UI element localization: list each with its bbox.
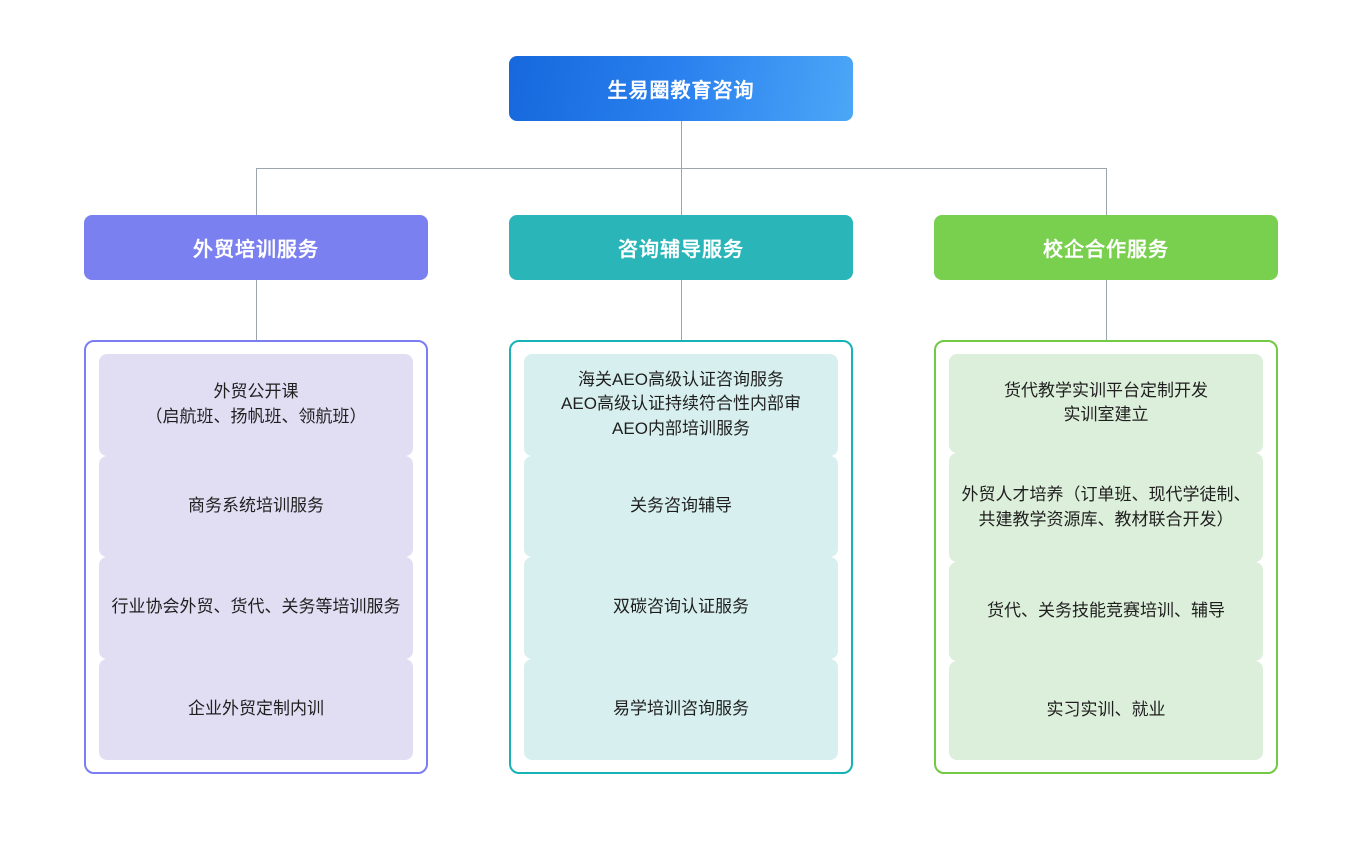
list-item[interactable]: 外贸人才培养（订单班、现代学徒制、共建教学资源库、教材联合开发）	[949, 452, 1263, 563]
column-header-label: 校企合作服务	[1043, 239, 1169, 261]
column-header-label: 外贸培训服务	[193, 239, 319, 261]
column-header-label: 咨询辅导服务	[618, 239, 744, 261]
list-item[interactable]: 实习实训、就业	[949, 661, 1263, 760]
connector-drop-middle	[681, 168, 682, 215]
list-item[interactable]: 海关AEO高级认证咨询服务 AEO高级认证持续符合性内部审 AEO内部培训服务	[524, 354, 838, 456]
connector-drop-left	[256, 168, 257, 215]
root-node-label: 生易圈教育咨询	[607, 80, 755, 102]
list-item[interactable]: 货代、关务技能竞赛培训、辅导	[949, 562, 1263, 662]
root-node[interactable]: 生易圈教育咨询	[509, 56, 853, 121]
column-group-consulting-coaching: 海关AEO高级认证咨询服务 AEO高级认证持续符合性内部审 AEO内部培训服务 …	[509, 340, 853, 774]
connector-header-to-group-right	[1106, 280, 1107, 340]
connector-root-stem	[681, 121, 682, 168]
column-header-consulting-coaching[interactable]: 咨询辅导服务	[509, 215, 853, 280]
column-header-school-enterprise[interactable]: 校企合作服务	[934, 215, 1278, 280]
list-item[interactable]: 外贸公开课 （启航班、扬帆班、领航班）	[99, 354, 413, 456]
list-item[interactable]: 双碳咨询认证服务	[524, 557, 838, 659]
list-item[interactable]: 关务咨询辅导	[524, 455, 838, 557]
list-item[interactable]: 企业外贸定制内训	[99, 658, 413, 760]
column-group-foreign-trade-training: 外贸公开课 （启航班、扬帆班、领航班） 商务系统培训服务 行业协会外贸、货代、关…	[84, 340, 428, 774]
connector-header-to-group-left	[256, 280, 257, 340]
column-group-school-enterprise: 货代教学实训平台定制开发 实训室建立 外贸人才培养（订单班、现代学徒制、共建教学…	[934, 340, 1278, 774]
connector-header-to-group-middle	[681, 280, 682, 340]
list-item[interactable]: 商务系统培训服务	[99, 455, 413, 557]
list-item[interactable]: 行业协会外贸、货代、关务等培训服务	[99, 557, 413, 659]
list-item[interactable]: 货代教学实训平台定制开发 实训室建立	[949, 354, 1263, 453]
connector-drop-right	[1106, 168, 1107, 215]
list-item[interactable]: 易学培训咨询服务	[524, 658, 838, 760]
column-header-foreign-trade-training[interactable]: 外贸培训服务	[84, 215, 428, 280]
